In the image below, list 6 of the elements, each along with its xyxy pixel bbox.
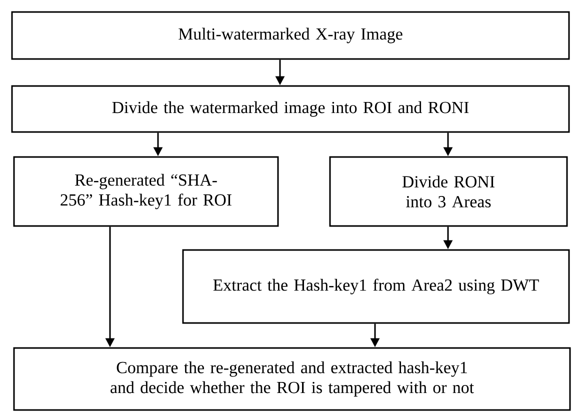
process-box: Multi-watermarked X-ray Image <box>11 11 570 60</box>
process-box: Re-generated “SHA-256” Hash-key1 for ROI <box>13 156 279 227</box>
process-box: Extract the Hash-key1 from Area2 using DWT <box>182 249 570 324</box>
process-box: Divide the watermarked image into ROI and RONI <box>11 85 570 133</box>
process-box: Compare the re-generated and extracted hash-key1 and decide whether the ROI is tampered with or not <box>13 347 571 411</box>
process-box: Divide RONI into 3 Areas <box>329 156 568 227</box>
